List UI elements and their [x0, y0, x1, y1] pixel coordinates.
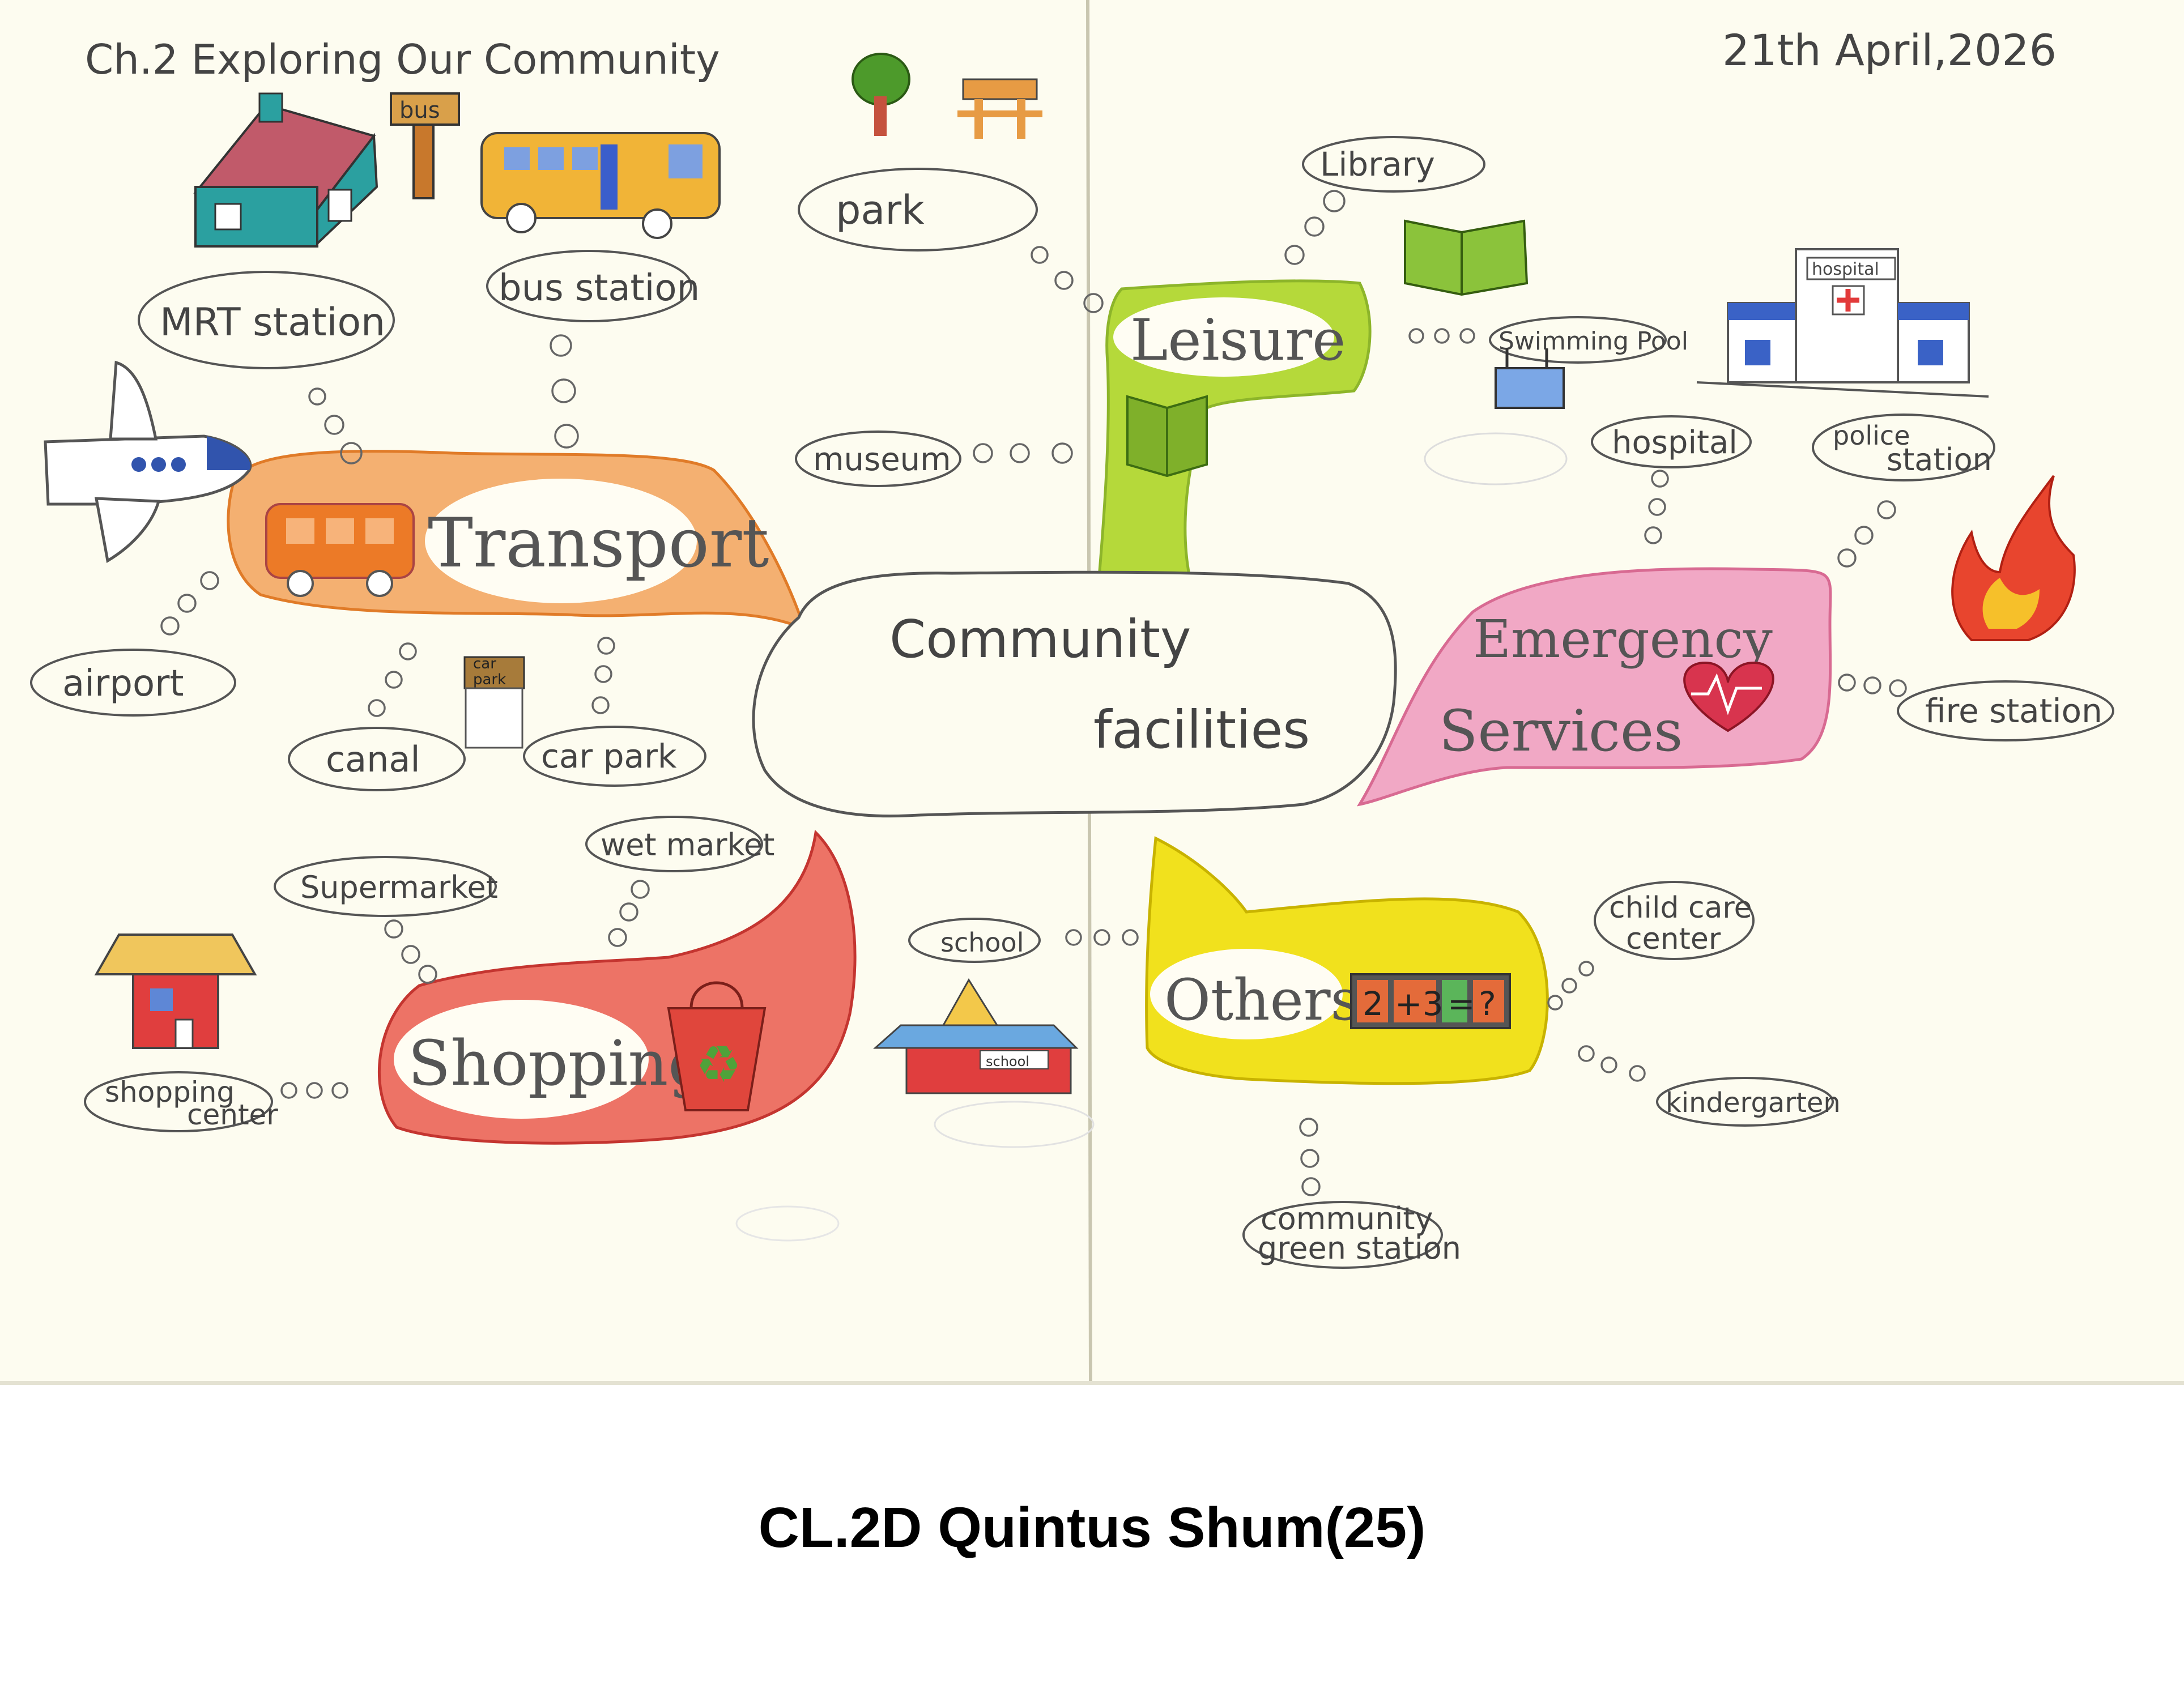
airport-node: airport — [30, 571, 236, 717]
heartbeat-icon — [1691, 673, 1762, 715]
car-park-sign-text-1: car — [473, 655, 496, 672]
car-park-label: car park — [541, 737, 677, 775]
community-green-station-node: community green station — [1242, 1118, 1461, 1269]
green-station-label-line2: green station — [1258, 1230, 1461, 1266]
green-station-label-line1: community — [1261, 1201, 1433, 1237]
supermarket-node: Supermarket — [274, 856, 498, 984]
swimming-pool-label: Swimming Pool — [1498, 327, 1688, 356]
airport-label: airport — [62, 663, 184, 705]
others-label: Others — [1164, 967, 1360, 1033]
shopping-center-node: shopping center — [84, 1071, 348, 1132]
bus-sign-text: bus — [399, 97, 440, 123]
emergency-branch: Emergency Services — [1356, 567, 1832, 807]
shopping-center-label-line2: center — [187, 1098, 278, 1131]
pool-icon — [1495, 348, 1565, 409]
bus-station-node: bus station — [486, 250, 700, 449]
mrt-station-label: MRT station — [160, 300, 385, 345]
math-equation-icon: 2 +3 = ? — [1350, 973, 1511, 1029]
center-node: Community facilities — [752, 570, 1397, 818]
hospital-sign-text: hospital — [1812, 259, 1879, 279]
shopping-center-label-line1: shopping — [105, 1076, 235, 1109]
emergency-label-line1: Emergency — [1473, 609, 1773, 670]
math-term-2: +3 — [1395, 984, 1444, 1023]
recycle-icon: ♻ — [696, 1035, 742, 1094]
open-book-icon — [1404, 219, 1529, 296]
library-node: Library — [1284, 136, 1485, 265]
library-label: Library — [1320, 145, 1435, 184]
school-label: school — [940, 927, 1024, 958]
car-park-sign-icon: car park — [463, 655, 525, 749]
canal-label: canal — [326, 739, 420, 780]
wet-market-label: wet market — [601, 827, 774, 863]
mind-map-sheet: Ch.2 Exploring Our Community 21th April,… — [0, 0, 2184, 1385]
math-term-3: = — [1448, 984, 1475, 1023]
wet-market-node: wet market — [585, 816, 774, 947]
fire-station-node: fire station — [1838, 674, 2114, 741]
school-node: school — [908, 918, 1139, 963]
bus-stop-sign-icon: bus — [390, 92, 460, 199]
recycle-bag-icon: ♻ — [667, 981, 767, 1111]
airplane-icon — [44, 360, 252, 564]
others-branch: Others 2 +3 = ? — [1145, 836, 1549, 1085]
shopping-branch: Shopping ♻ — [377, 829, 857, 1145]
center-label-line1: Community — [889, 609, 1191, 670]
child-care-node: child care center — [1547, 881, 1755, 1011]
fire-icon — [1951, 475, 2076, 641]
school-building-icon: school — [873, 978, 1079, 1094]
museum-node: museum — [795, 430, 1073, 487]
tree-icon — [852, 53, 910, 136]
math-term-1: 2 — [1363, 984, 1383, 1023]
museum-label: museum — [813, 441, 951, 478]
bus-icon — [265, 503, 415, 597]
transport-label: Transport — [428, 504, 769, 583]
police-label-line1: police — [1833, 420, 1910, 451]
mrt-station-node: MRT station — [138, 271, 395, 464]
kindergarten-label: kindergarten — [1666, 1087, 1841, 1119]
leisure-branch: Leisure — [1097, 279, 1372, 579]
swimming-pool-node: Swimming Pool — [1408, 316, 1688, 364]
emergency-label-line2: Services — [1439, 698, 1683, 764]
page-heading: Ch.2 Exploring Our Community — [85, 36, 720, 83]
park-node: park — [798, 168, 1104, 313]
shopping-label: Shopping — [408, 1027, 708, 1099]
heart-icon — [1683, 661, 1774, 732]
center-label-line2: facilities — [1093, 700, 1310, 760]
police-label-line2: station — [1887, 442, 1992, 478]
book-icon — [1126, 395, 1208, 478]
author-caption: CL.2D Quintus Shum(25) — [758, 1496, 1426, 1559]
shop-building-icon — [94, 933, 257, 1049]
supermarket-label: Supermarket — [300, 869, 498, 905]
park-label: park — [836, 187, 925, 233]
hospital-building-icon: hospital — [1696, 248, 1989, 398]
house-icon — [193, 92, 378, 248]
transport-branch: Transport — [227, 450, 807, 632]
hospital-label: hospital — [1612, 424, 1738, 461]
hospital-node: hospital — [1591, 415, 1752, 544]
math-term-4: ? — [1479, 984, 1496, 1023]
bench-icon — [957, 78, 1042, 139]
police-station-node: police station — [1812, 414, 1995, 568]
page-date: 21th April,2026 — [1722, 25, 2057, 75]
kindergarten-node: kindergarten — [1578, 1045, 1841, 1127]
car-park-sign-text-2: park — [473, 671, 506, 688]
school-bus-icon — [480, 132, 721, 239]
school-sign-text: school — [986, 1054, 1029, 1069]
canal-node: canal — [288, 642, 466, 791]
leisure-label: Leisure — [1130, 307, 1346, 373]
car-park-node: car park — [523, 637, 706, 787]
child-care-label-line1: child care — [1609, 891, 1752, 925]
child-care-label-line2: center — [1626, 922, 1721, 956]
fire-station-label: fire station — [1925, 692, 2102, 730]
bus-station-label: bus station — [499, 267, 700, 309]
